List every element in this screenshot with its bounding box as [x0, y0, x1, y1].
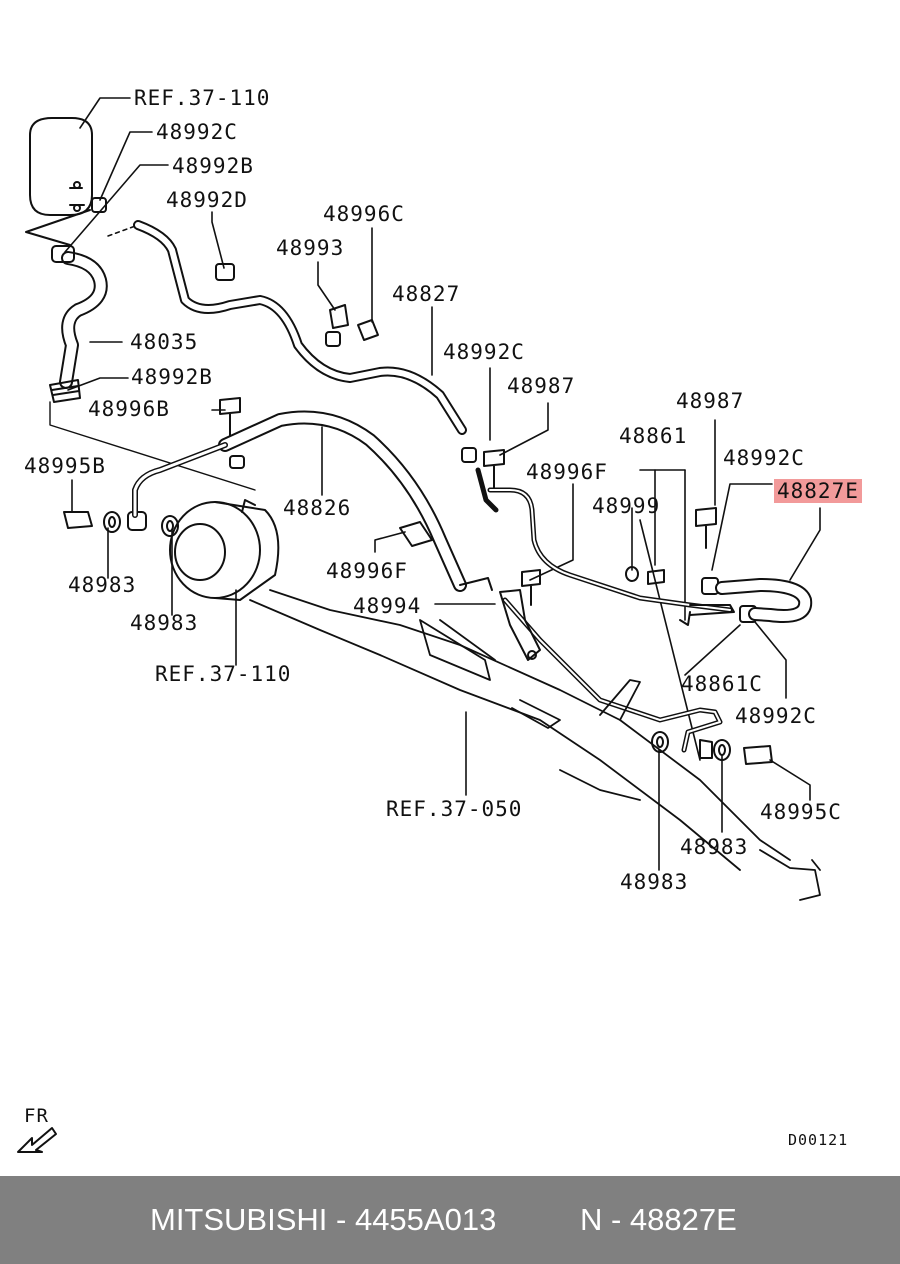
- callout-48992d: 48992D: [166, 188, 248, 212]
- callout-ref-37-110-bottom: REF.37-110: [155, 662, 292, 686]
- power-steering-hose-diagram: [17, 97, 821, 1153]
- bolts: [63, 397, 773, 765]
- pressure-hose-48826: [132, 410, 493, 592]
- callout-48983-c: 48983: [680, 835, 749, 859]
- callout-48995c: 48995C: [760, 800, 842, 824]
- callout-48996f-b: 48996F: [326, 559, 408, 583]
- callout-48992c-a: 48992C: [156, 120, 238, 144]
- callout-48992c-c: 48992C: [723, 446, 805, 470]
- footer-reference-number: N - 48827E: [580, 1202, 737, 1237]
- callout-48992b-b: 48992B: [131, 365, 213, 389]
- callout-48993: 48993: [276, 236, 345, 260]
- callout-48983-a: 48983: [68, 573, 137, 597]
- callout-48861c: 48861C: [681, 672, 763, 696]
- bracket-48994: [499, 589, 541, 661]
- return-hose-48827: [107, 220, 467, 435]
- footer-bar: MITSUBISHI - 4455A013 N - 48827E: [0, 1176, 900, 1264]
- front-arrow-icon: [17, 1127, 57, 1153]
- callout-48992b-a: 48992B: [172, 154, 254, 178]
- callout-48861: 48861: [619, 424, 688, 448]
- callout-ref-37-050: REF.37-050: [386, 797, 523, 821]
- callout-48826: 48826: [283, 496, 352, 520]
- callout-48994: 48994: [353, 594, 422, 618]
- callout-ref-37-110-top: REF.37-110: [134, 86, 271, 110]
- callout-48983-d: 48983: [620, 870, 689, 894]
- callout-48983-b: 48983: [130, 611, 199, 635]
- callout-48999: 48999: [592, 494, 661, 518]
- callout-48827e-highlighted: 48827E: [774, 479, 862, 503]
- callout-48827: 48827: [392, 282, 461, 306]
- callout-48992c-d: 48992C: [735, 704, 817, 728]
- callout-48987-a: 48987: [507, 374, 576, 398]
- leader-lines: [64, 97, 821, 871]
- callout-48996c: 48996C: [323, 202, 405, 226]
- hose-clamps: [91, 197, 757, 623]
- washers: [103, 511, 731, 761]
- reservoir-tank: [25, 117, 93, 246]
- callout-48992c-b: 48992C: [443, 340, 525, 364]
- return-hose-48827e: [679, 578, 813, 626]
- callout-48995b: 48995B: [24, 454, 106, 478]
- callout-48996b: 48996B: [88, 397, 170, 421]
- steering-pump: [169, 499, 280, 601]
- orientation-label: FR: [24, 1105, 49, 1127]
- steering-rack: [249, 589, 821, 901]
- footer-brand-part-number: MITSUBISHI - 4455A013: [150, 1202, 497, 1237]
- callout-48996f-a: 48996F: [526, 460, 608, 484]
- callout-48987-b: 48987: [676, 389, 745, 413]
- callout-48035: 48035: [130, 330, 199, 354]
- pressure-tubes: [475, 467, 735, 759]
- diagram-code: D00121: [788, 1131, 849, 1149]
- suction-hose-48035: [49, 245, 256, 491]
